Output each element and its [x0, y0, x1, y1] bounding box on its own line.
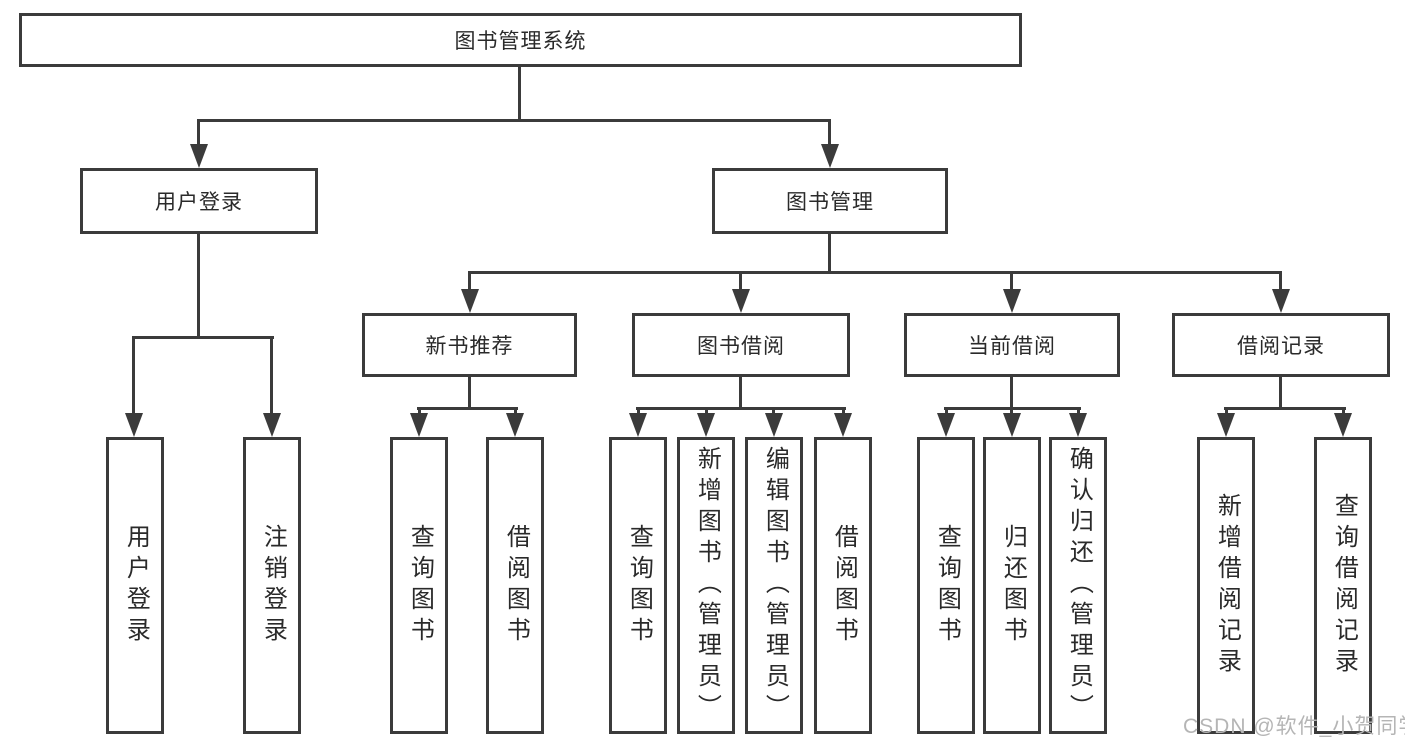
leaf-label: 查询图书 — [933, 523, 961, 648]
csdn-watermark: CSDN @软件_小贺同学 — [1183, 715, 1405, 738]
arrowhead-icon — [732, 289, 750, 313]
leaf-label: 注销登录 — [259, 523, 287, 648]
leaf-label: 新增图书（管理员） — [693, 446, 721, 725]
leaf-query-borrow-record: 查询借阅记录 — [1314, 437, 1372, 734]
leaf-label: 借阅图书 — [830, 523, 858, 648]
edge-user-login-stem — [197, 234, 200, 338]
leaf-return-books: 归还图书 — [983, 437, 1041, 734]
leaf-label: 查询图书 — [625, 523, 653, 648]
arrowhead-icon — [1003, 289, 1021, 313]
node-current-borrowing: 当前借阅 — [904, 313, 1120, 377]
node-borrowing-records: 借阅记录 — [1172, 313, 1390, 377]
arrowhead-icon — [461, 289, 479, 313]
node-book-borrowing: 图书借阅 — [632, 313, 850, 377]
edge-records-branch — [1224, 407, 1346, 410]
arrowhead-icon — [821, 144, 839, 168]
edge-recommend-stem — [468, 377, 471, 409]
leaf-label: 查询图书 — [406, 523, 434, 648]
edge-to-book-management — [828, 119, 831, 151]
leaf-user-login: 用户登录 — [106, 437, 164, 734]
node-book-management: 图书管理 — [712, 168, 948, 234]
edge-level1-branch — [197, 119, 831, 122]
arrowhead-icon — [190, 144, 208, 168]
arrowhead-icon — [263, 413, 281, 437]
edge-to-borrowing-records — [1279, 271, 1282, 297]
arrowhead-icon — [1272, 289, 1290, 313]
edge-to-user-login — [197, 119, 200, 151]
leaf-label: 新增借阅记录 — [1213, 492, 1241, 679]
node-library-management-system: 图书管理系统 — [19, 13, 1022, 67]
leaf-borrow-books: 借阅图书 — [814, 437, 872, 734]
edge-root-stem — [518, 67, 521, 120]
edge-level2-branch — [468, 271, 1282, 274]
leaf-confirm-return-admin: 确认归还（管理员） — [1049, 437, 1107, 734]
edge-to-leaf-logout — [270, 336, 273, 422]
arrowhead-icon — [834, 413, 852, 437]
arrowhead-icon — [410, 413, 428, 437]
edge-user-login-branch — [132, 336, 274, 339]
leaf-label: 归还图书 — [999, 523, 1027, 648]
edge-borrowing-stem — [739, 377, 742, 409]
leaf-label: 确认归还（管理员） — [1065, 446, 1093, 725]
arrowhead-icon — [1069, 413, 1087, 437]
edge-to-new-book-recommend — [468, 271, 471, 297]
leaf-add-books-admin: 新增图书（管理员） — [677, 437, 735, 734]
edge-recommend-branch — [417, 407, 518, 410]
edge-to-leaf-user-login — [132, 336, 135, 422]
leaf-borrowing-query-books: 查询图书 — [609, 437, 667, 734]
node-user-login: 用户登录 — [80, 168, 318, 234]
arrowhead-icon — [1003, 413, 1021, 437]
edge-borrowing-branch — [636, 407, 846, 410]
arrowhead-icon — [1334, 413, 1352, 437]
leaf-label: 编辑图书（管理员） — [761, 446, 789, 725]
leaf-label: 借阅图书 — [502, 523, 530, 648]
arrowhead-icon — [506, 413, 524, 437]
arrowhead-icon — [629, 413, 647, 437]
arrowhead-icon — [765, 413, 783, 437]
edge-book-management-stem — [828, 234, 831, 273]
leaf-add-borrow-record: 新增借阅记录 — [1197, 437, 1255, 734]
leaf-current-query-books: 查询图书 — [917, 437, 975, 734]
leaf-logout: 注销登录 — [243, 437, 301, 734]
arrowhead-icon — [697, 413, 715, 437]
leaf-recommend-borrow-books: 借阅图书 — [486, 437, 544, 734]
leaf-label: 查询借阅记录 — [1330, 492, 1358, 679]
leaf-label: 用户登录 — [122, 523, 150, 648]
leaf-edit-books-admin: 编辑图书（管理员） — [745, 437, 803, 734]
arrowhead-icon — [1217, 413, 1235, 437]
edge-to-current-borrowing — [1010, 271, 1013, 297]
edge-to-book-borrowing — [739, 271, 742, 297]
edge-current-stem — [1010, 377, 1013, 409]
edge-records-stem — [1279, 377, 1282, 409]
leaf-recommend-query-books: 查询图书 — [390, 437, 448, 734]
node-new-book-recommend: 新书推荐 — [362, 313, 577, 377]
arrowhead-icon — [125, 413, 143, 437]
arrowhead-icon — [937, 413, 955, 437]
